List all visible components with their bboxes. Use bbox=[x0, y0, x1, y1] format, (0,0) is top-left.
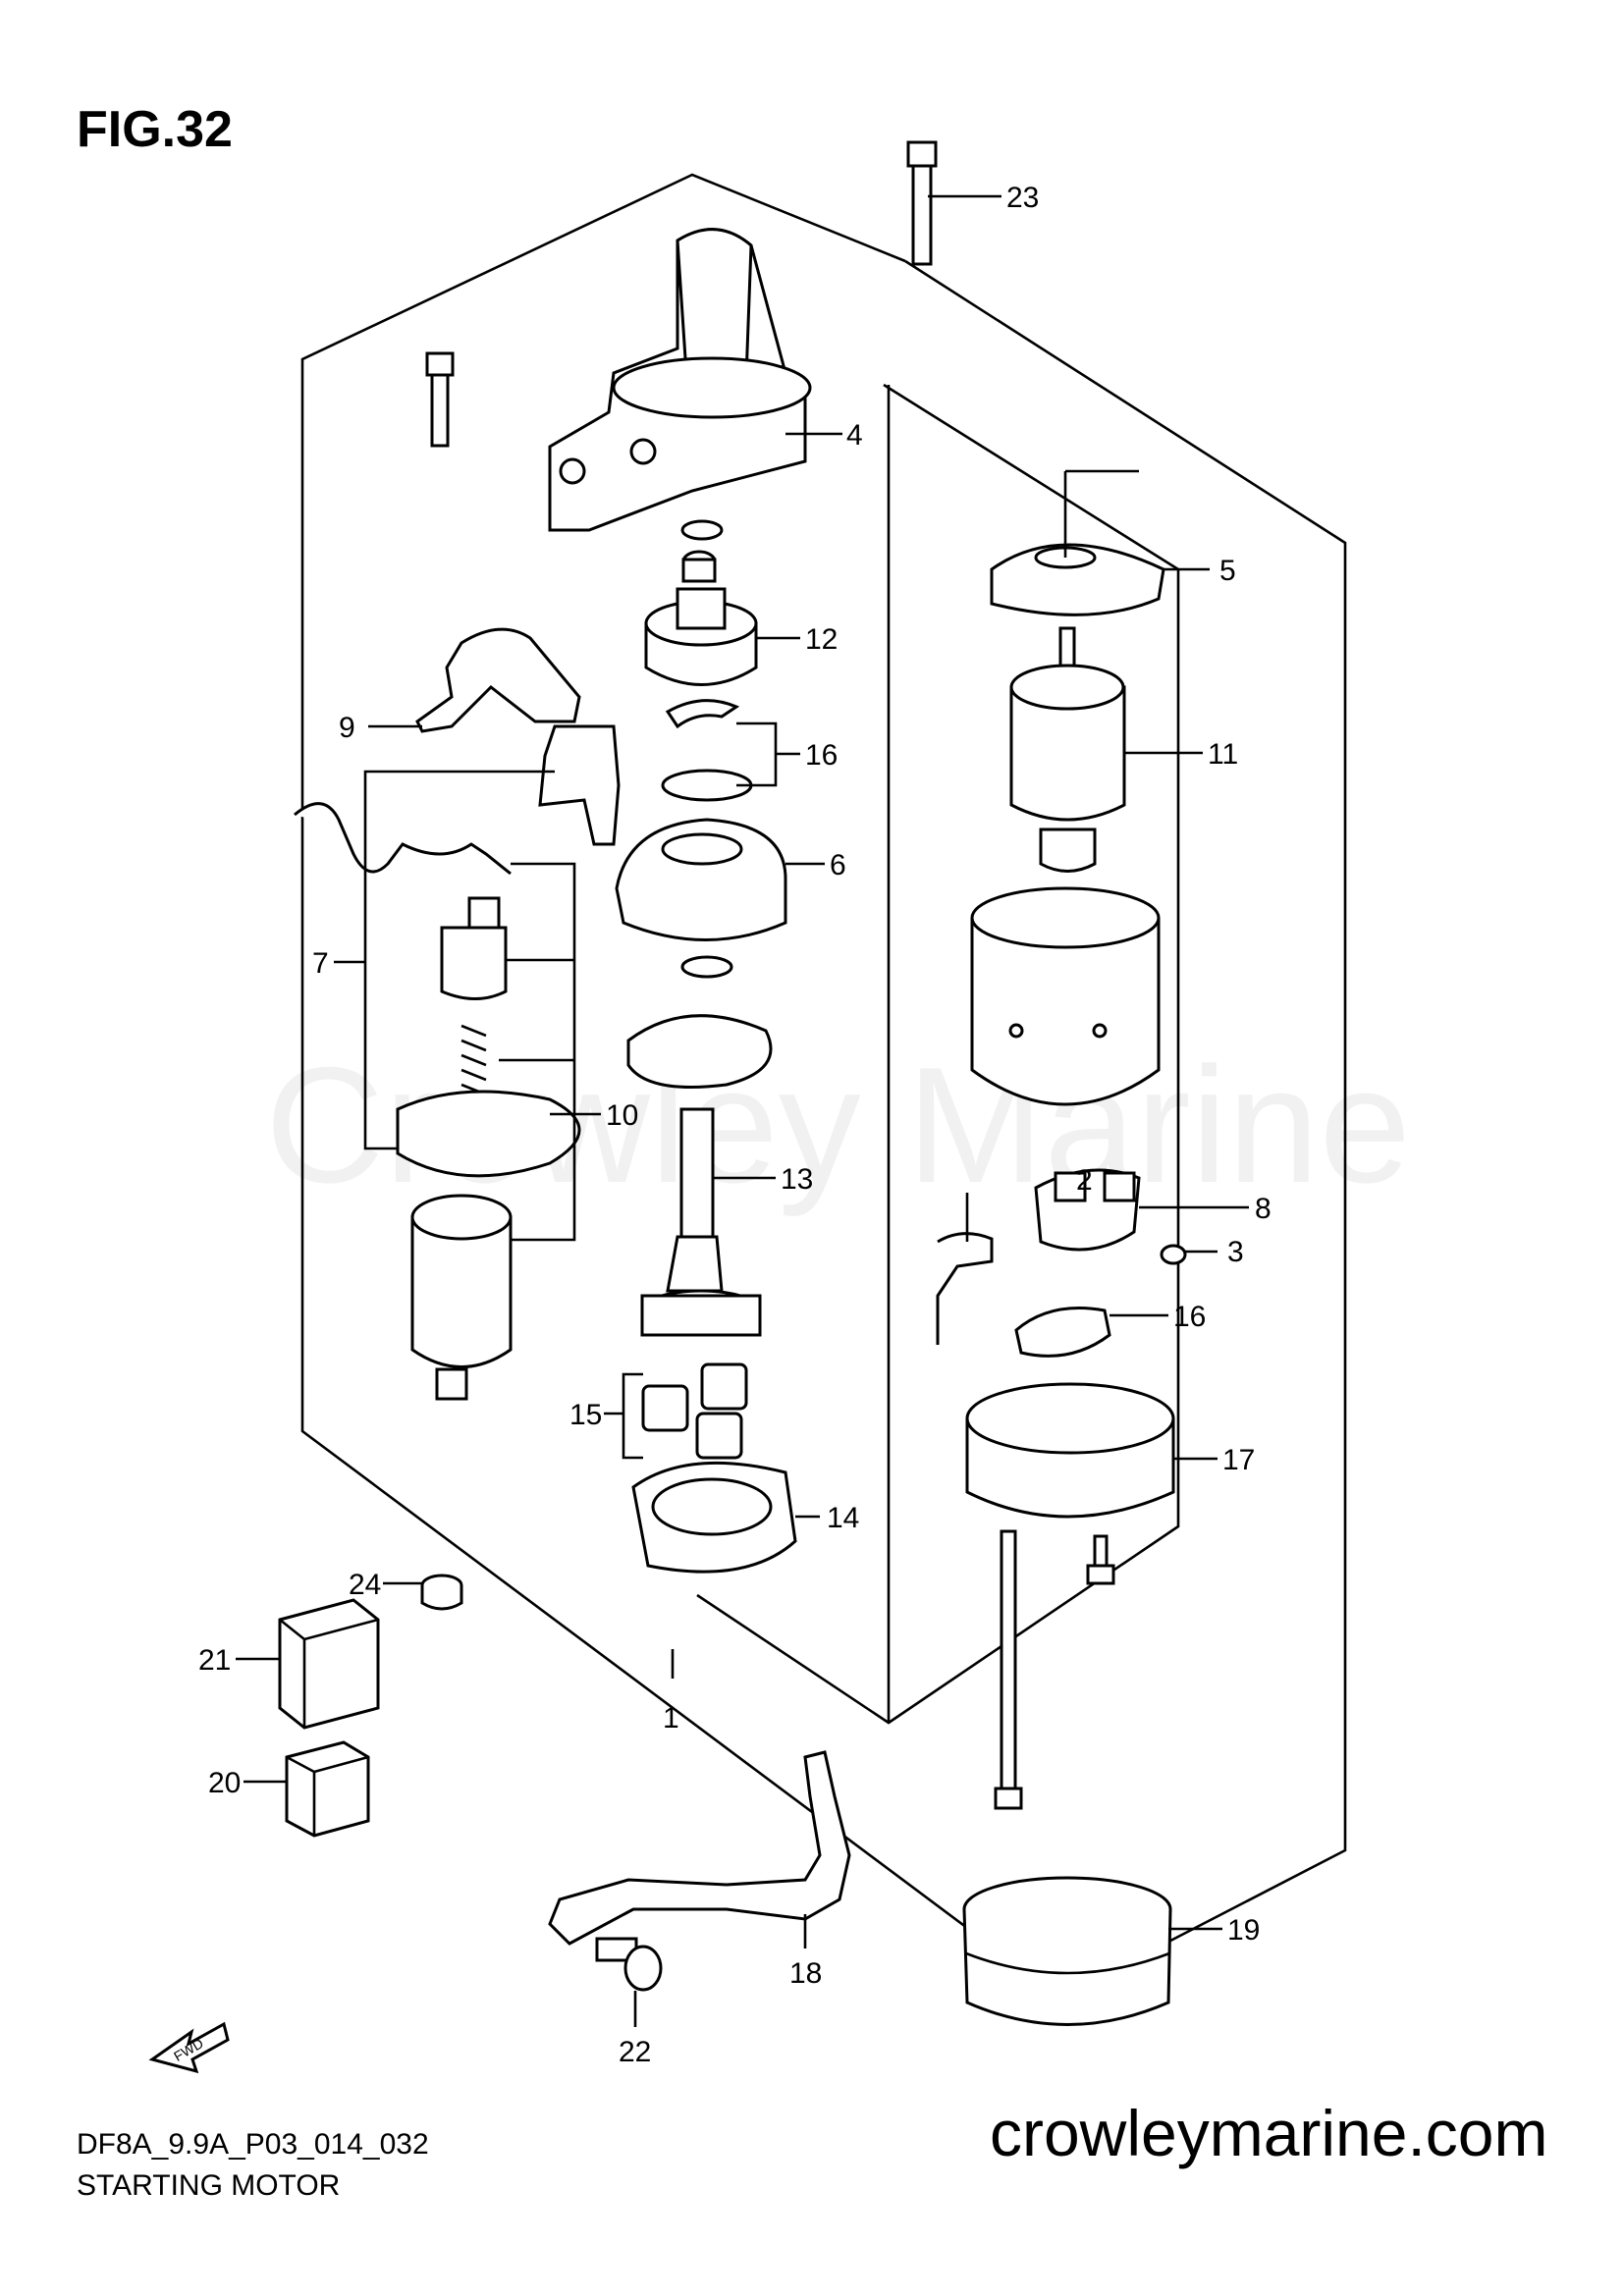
callout-6: 6 bbox=[830, 849, 846, 881]
callout-1: 1 bbox=[663, 1702, 679, 1735]
callout-7: 7 bbox=[312, 947, 329, 980]
callout-11: 11 bbox=[1208, 738, 1238, 771]
leader-lines bbox=[236, 194, 1249, 2027]
bolt-left bbox=[425, 351, 455, 448]
assembly-outline bbox=[300, 173, 1347, 2000]
bolt-22 bbox=[595, 1937, 663, 1992]
shaft-13 bbox=[640, 1107, 762, 1337]
callout-15: 15 bbox=[569, 1399, 602, 1431]
figure-code: DF8A_9.9A_P03_014_032 bbox=[77, 2128, 429, 2161]
callout-21: 21 bbox=[198, 1644, 231, 1677]
callout-labels: 1 2 3 4 5 6 7 8 9 10 11 12 13 14 15 16 1… bbox=[198, 182, 1272, 2068]
plate-5 bbox=[990, 543, 1165, 616]
nut-3 bbox=[1160, 1244, 1187, 1265]
callout-24: 24 bbox=[349, 1569, 381, 1601]
pinion-12 bbox=[644, 519, 758, 686]
through-bolt bbox=[994, 1529, 1023, 1810]
solenoid-cap bbox=[548, 228, 812, 532]
callout-17: 17 bbox=[1222, 1444, 1255, 1476]
callout-16a: 16 bbox=[805, 739, 838, 772]
wire-2 bbox=[936, 1232, 994, 1345]
plunger-10 bbox=[396, 896, 581, 1401]
callout-18: 18 bbox=[789, 1957, 822, 1990]
callout-19: 19 bbox=[1227, 1914, 1260, 1947]
shift-lever-9 bbox=[415, 627, 581, 733]
callout-10: 10 bbox=[606, 1099, 638, 1132]
relay-20 bbox=[285, 1740, 370, 1838]
yoke bbox=[970, 886, 1161, 1106]
bolt-23 bbox=[906, 140, 938, 266]
callout-23: 23 bbox=[1006, 182, 1039, 214]
plate-16b bbox=[1014, 1307, 1111, 1358]
callout-8: 8 bbox=[1255, 1193, 1272, 1225]
figure-name: STARTING MOTOR bbox=[77, 2169, 341, 2202]
figure-title: FIG.32 bbox=[77, 101, 233, 158]
relay-21 bbox=[278, 1598, 380, 1730]
callout-3: 3 bbox=[1227, 1236, 1244, 1268]
fwd-arrow-icon: FWD bbox=[148, 2021, 230, 2074]
callout-12: 12 bbox=[805, 623, 838, 656]
callout-20: 20 bbox=[208, 1767, 241, 1799]
bracket-18 bbox=[548, 1750, 851, 1946]
callout-2: 2 bbox=[1076, 1164, 1093, 1197]
callout-9: 9 bbox=[339, 712, 355, 744]
callout-14: 14 bbox=[827, 1502, 859, 1534]
armature-11 bbox=[1009, 626, 1126, 873]
callout-13: 13 bbox=[781, 1163, 813, 1196]
small-bolt bbox=[1086, 1534, 1115, 1585]
callout-22: 22 bbox=[619, 2036, 651, 2068]
end-cover-17 bbox=[965, 1382, 1175, 1519]
planet-gears-15 bbox=[641, 1362, 748, 1460]
internal-gear-14 bbox=[631, 1461, 797, 1574]
front-housing-6 bbox=[615, 818, 787, 1089]
callout-16b: 16 bbox=[1173, 1301, 1206, 1333]
callout-4: 4 bbox=[846, 419, 863, 452]
bracket-7 bbox=[294, 724, 621, 876]
callout-5: 5 bbox=[1219, 555, 1236, 587]
site-url[interactable]: crowleymarine.com bbox=[990, 2097, 1548, 2169]
brush-holder-8 bbox=[1034, 1168, 1141, 1252]
grommet-24 bbox=[420, 1574, 463, 1611]
band-19 bbox=[962, 1876, 1172, 2026]
